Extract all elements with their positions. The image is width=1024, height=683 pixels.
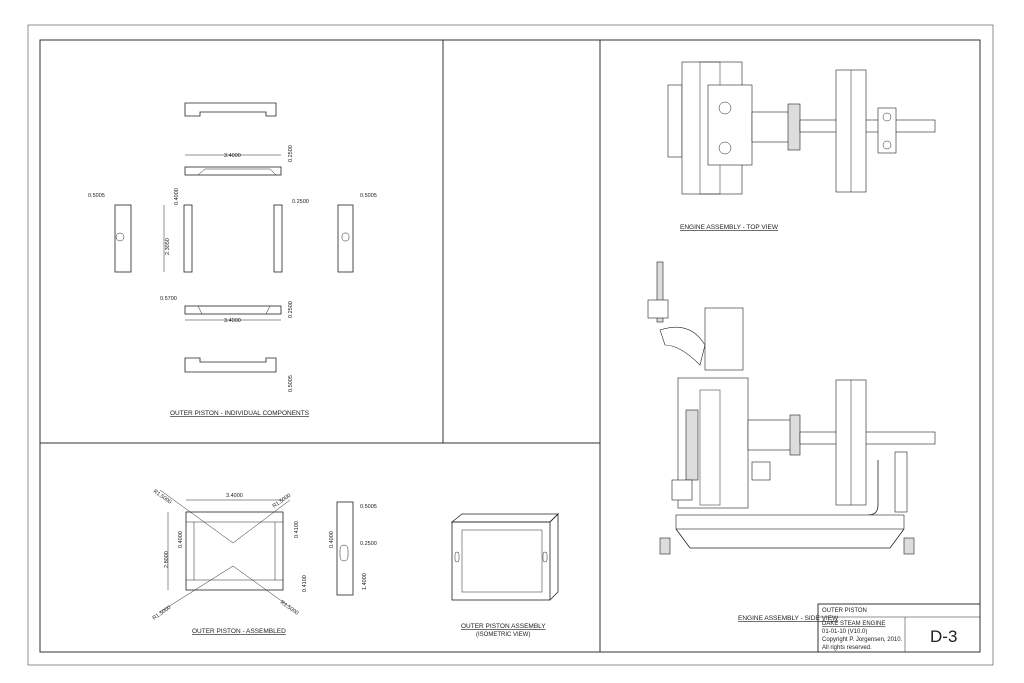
sheet-number: D-3 xyxy=(930,627,957,646)
dim-label: 3.4000 xyxy=(224,153,241,159)
view-caption: OUTER PISTON - ASSEMBLED xyxy=(192,628,286,635)
dim-label: R1.5000 xyxy=(279,600,299,617)
view-subcaption: (ISOMETRIC VIEW) xyxy=(476,632,530,638)
dim-label: 0.5005 xyxy=(288,375,294,392)
dim-label: 2.3050 xyxy=(165,238,171,255)
dim-label: 0.2500 xyxy=(292,199,309,205)
dim-label: 1.4000 xyxy=(362,573,368,590)
dim-label: 0.4100 xyxy=(294,521,300,538)
view-caption: ENGINE ASSEMBLY - TOP VIEW xyxy=(680,224,779,231)
dim-label: 2.8000 xyxy=(164,551,170,568)
dim-label: 3.4000 xyxy=(224,318,241,324)
isometric-view: OUTER PISTON ASSEMBLY (ISOMETRIC VIEW) xyxy=(450,513,559,638)
project-name: DAKE STEAM ENGINE xyxy=(822,621,885,627)
dim-label: 0.5700 xyxy=(160,296,177,302)
dim-label: R1.5000 xyxy=(152,605,172,622)
inner-border xyxy=(39,39,981,653)
engine-top-view: ENGINE ASSEMBLY - TOP VIEW xyxy=(667,61,936,231)
dim-label: 0.2500 xyxy=(360,541,377,547)
dim-label: 0.4100 xyxy=(302,575,308,592)
dim-label: 0.2500 xyxy=(288,145,294,162)
dim-label: 0.5005 xyxy=(360,193,377,199)
dim-label: 0.5005 xyxy=(360,504,377,510)
view-caption: OUTER PISTON ASSEMBLY xyxy=(461,623,546,630)
assembled-view: 3.4000 R1.5000 R1.5000 R1.5000 R1.5000 2… xyxy=(152,489,377,635)
dim-label: 0.4000 xyxy=(329,531,335,548)
individual-components-view: 3.4000 0.2500 0.5005 0.4000 2.3050 0.250… xyxy=(88,102,377,417)
dim-label: 0.4000 xyxy=(174,188,180,205)
copyright: Copyright P. Jorgensen, 2010. xyxy=(822,637,903,643)
view-caption: OUTER PISTON - INDIVIDUAL COMPONENTS xyxy=(170,410,310,417)
rights: All rights reserved. xyxy=(822,645,872,651)
dim-label: 0.2500 xyxy=(288,301,294,318)
view-caption: ENGINE ASSEMBLY - SIDE VIEW xyxy=(738,615,839,622)
dim-label: 3.4000 xyxy=(226,493,243,499)
part-name: OUTER PISTON xyxy=(822,608,867,614)
dim-label: 0.5005 xyxy=(88,193,105,199)
dim-label: 0.4000 xyxy=(178,531,184,548)
dim-label: R1.5000 xyxy=(272,493,292,510)
outer-border xyxy=(27,24,994,666)
version-date: 01-01-10 (V10.0) xyxy=(822,629,867,635)
engine-side-view: ENGINE ASSEMBLY - SIDE VIEW xyxy=(647,261,936,622)
title-block: OUTER PISTON DAKE STEAM ENGINE 01-01-10 … xyxy=(817,603,981,653)
